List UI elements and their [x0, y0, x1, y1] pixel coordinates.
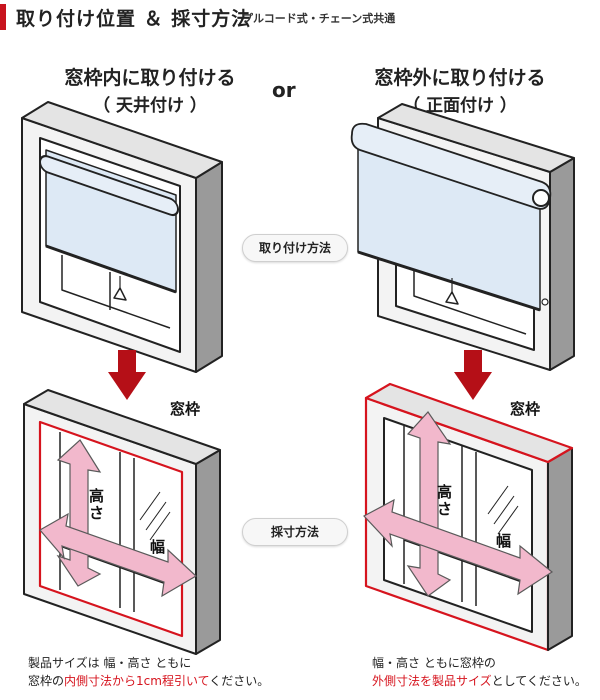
outside-width-arrow	[363, 498, 554, 596]
right-caption: 幅・高さ ともに窓枠の 外側寸法を製品サイズとしてください。	[372, 654, 592, 690]
right-heading-main: 窓枠外に取り付ける	[374, 67, 546, 89]
right-caption-highlight-b: 製品サイズ	[432, 674, 492, 688]
left-caption-text-a: 窓枠の	[28, 674, 65, 688]
right-heading: 窓枠外に取り付ける （ 正面付け ）	[350, 64, 570, 120]
left-heading: 窓枠内に取り付ける （ 天井付け ）	[40, 64, 260, 120]
inside-height-arrow	[56, 439, 102, 587]
right-width-label: 幅	[496, 532, 512, 550]
right-frame-label: 窓枠	[510, 400, 541, 418]
left-caption-line2: 窓枠の内側寸法から1cm程引いてください。	[28, 672, 288, 690]
install-method-pill: 取り付け方法	[242, 234, 348, 262]
outside-mount-window	[350, 103, 575, 371]
left-heading-main: 窓枠内に取り付ける	[64, 67, 236, 89]
down-arrow-left	[108, 350, 146, 400]
header-accent-bar	[0, 4, 6, 30]
inside-mount-window	[21, 101, 223, 373]
left-heading-sub: （ 天井付け ）	[93, 96, 207, 116]
right-heading-sub: （ 正面付け ）	[403, 96, 517, 116]
outside-height-arrow	[406, 411, 452, 597]
left-caption-highlight: 内側寸法から1cm程引いて	[64, 674, 210, 688]
page-header: 取り付け位置 ＆ 採寸方法 プルコード式・チェーン式共通	[0, 0, 600, 34]
right-caption-line1: 幅・高さ ともに窓枠の	[372, 656, 496, 670]
left-width-label: 幅	[150, 538, 166, 556]
inside-width-arrow	[39, 512, 197, 598]
left-caption-line1: 製品サイズは 幅・高さ ともに	[28, 656, 192, 670]
page-subtitle: プルコード式・チェーン式共通	[242, 12, 396, 25]
left-caption: 製品サイズは 幅・高さ ともに 窓枠の内側寸法から1cm程引いてください。	[28, 654, 288, 690]
left-frame-label: 窓枠	[170, 400, 201, 418]
left-caption-text-b: ください。	[209, 674, 270, 688]
measure-method-pill: 採寸方法	[242, 518, 348, 546]
left-height-label: 高さ	[89, 487, 105, 522]
or-label: or	[272, 78, 296, 102]
right-caption-line2: 外側寸法を製品サイズとしてください。	[372, 672, 592, 690]
right-caption-highlight-a: 外側寸法を	[372, 674, 433, 688]
page-title: 取り付け位置 ＆ 採寸方法	[16, 8, 252, 30]
down-arrow-right	[454, 350, 492, 400]
right-caption-text-b: としてください。	[491, 674, 587, 688]
right-height-label: 高さ	[437, 483, 453, 518]
